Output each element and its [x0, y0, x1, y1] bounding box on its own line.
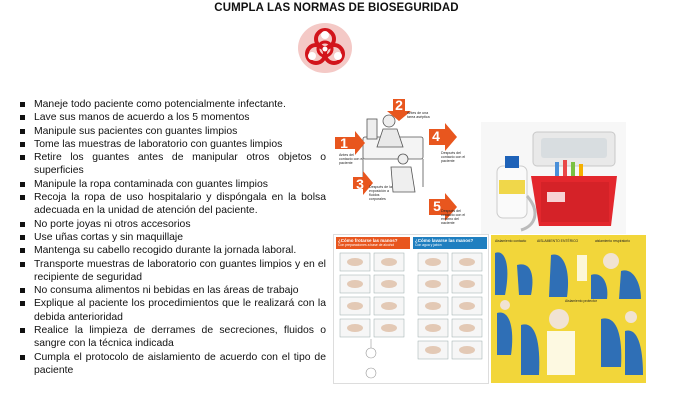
rule-item: Lave sus manos de acuerdo a los 5 moment… — [18, 111, 326, 124]
rule-item: Realice la limpieza de derrames de secre… — [18, 324, 326, 351]
rule-item: Retire los guantes antes de manipular ot… — [18, 151, 326, 178]
rule-item: Manipule sus pacientes con guantes limpi… — [18, 125, 326, 138]
sample-transport-box-photo — [481, 122, 626, 234]
rule-item: Recoja la ropa de uso hospitalario y dis… — [18, 191, 326, 218]
rule-item: Manipule la ropa contaminada con guantes… — [18, 178, 326, 191]
isolation-ppe-poster: Aislamiento contacto AISLAMIENTO ENTÉRIC… — [491, 235, 646, 383]
rule-item: Transporte muestras de laboratorio con g… — [18, 258, 326, 285]
page-title: CUMPLA LAS NORMAS DE BIOSEGURIDAD — [214, 2, 459, 14]
rule-item: Maneje todo paciente como potencialmente… — [18, 98, 326, 111]
hand-hygiene-poster: ¿Cómo frotarse las manos? Con preparacio… — [333, 234, 489, 384]
rule-item: Cumpla el protocolo de aislamiento de ac… — [18, 351, 326, 378]
five-moments-illustration: 1 2 3 4 5 Antes del contacto con el paci… — [333, 97, 468, 224]
rule-item: No consuma alimentos ni bebidas en las á… — [18, 284, 326, 297]
rule-item: No porte joyas ni otros accesorios — [18, 218, 326, 231]
biosafety-rules-list: Maneje todo paciente como potencialmente… — [18, 98, 326, 377]
rule-item: Tome las muestras de laboratorio con gua… — [18, 138, 326, 151]
rule-item: Explique al paciente los procedimientos … — [18, 297, 326, 324]
biohazard-icon — [298, 23, 352, 73]
rule-item: Mantenga su cabello recogido durante la … — [18, 244, 326, 257]
rule-item: Use uñas cortas y sin maquillaje — [18, 231, 326, 244]
